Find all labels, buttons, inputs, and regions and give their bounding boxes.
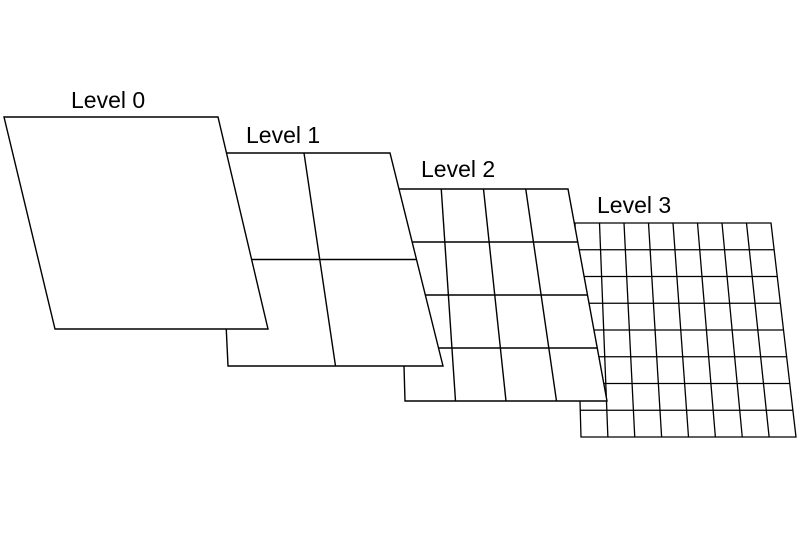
level-2-tile-grid: [398, 188, 608, 402]
level-3-column-divider: [721, 222, 743, 438]
level-3-label: Level 3: [597, 192, 671, 218]
level-3-column-divider: [745, 222, 770, 438]
level-0-label: Level 0: [71, 87, 145, 113]
level-3-tile-grid: [574, 222, 797, 438]
level-0-sheet: [3, 116, 269, 330]
level-3-column-divider: [696, 222, 717, 438]
level-1-label: Level 1: [246, 122, 320, 148]
level-2-column-divider: [525, 188, 558, 402]
level-1-tile-grid: [217, 152, 444, 367]
level-2-label: Level 2: [421, 156, 495, 182]
level-0-tile-grid: [3, 116, 269, 330]
